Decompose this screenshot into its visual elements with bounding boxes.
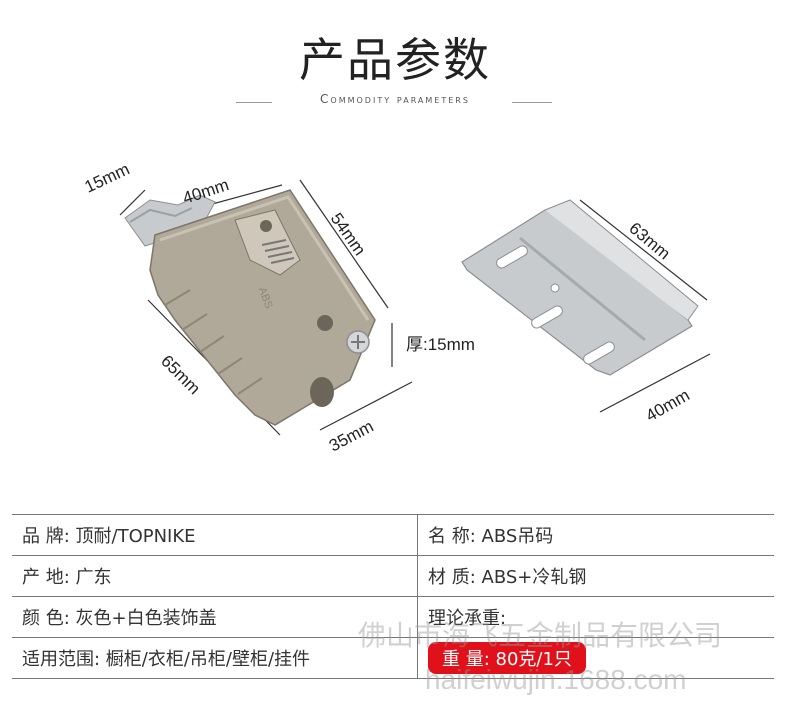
table-row: 颜 色: 灰色+白色装饰盖 理论承重: [12,596,774,638]
dim-length: 65mm [157,351,204,398]
param-color: 颜 色: 灰色+白色装饰盖 [12,596,418,638]
page-title: 产品参数 [299,33,491,87]
weight-badge: 重 量: 80克/1只 [428,642,586,674]
table-row: 产 地: 广东 材 质: ABS+冷轧钢 [12,555,774,597]
param-load: 理论承重: [417,596,774,638]
dim-thickness: 厚:15mm [406,335,475,354]
divider-right [512,102,552,103]
param-scope: 适用范围: 橱柜/衣柜/吊柜/壁柜/挂件 [12,637,418,679]
table-row: 品 牌: 顶耐/TOPNIKE 名 称: ABS吊码 [12,514,774,556]
param-brand: 品 牌: 顶耐/TOPNIKE [12,514,418,556]
divider-left [236,102,272,103]
subtitle-decoration [0,92,790,112]
params-table: 品 牌: 顶耐/TOPNIKE 名 称: ABS吊码 产 地: 广东 材 质: … [12,514,774,679]
param-origin: 产 地: 广东 [12,555,418,597]
dim-plate-width: 40mm [643,385,693,425]
product-illustration: ABS 15mm 40mm 54mm 65mm 35mm 厚:15mm 63mm… [82,159,711,456]
param-weight-cell: 重 量: 80克/1只 [417,637,774,679]
dim-top-bracket: 15mm [82,159,133,196]
dim-side: 54mm [327,209,370,259]
table-row: 适用范围: 橱柜/衣柜/吊柜/壁柜/挂件 重 量: 80克/1只 [12,637,774,679]
param-name: 名 称: ABS吊码 [417,514,774,556]
param-material: 材 质: ABS+冷轧钢 [417,555,774,597]
mounting-plate [461,199,699,376]
bracket-body: ABS [149,189,376,426]
page-subtitle: Commodity parameters [320,92,470,106]
